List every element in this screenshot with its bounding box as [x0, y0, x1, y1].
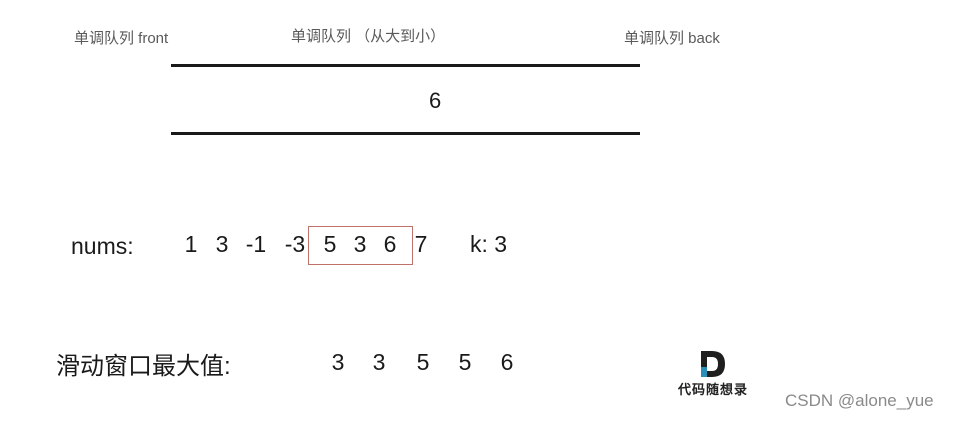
logo-icon — [701, 351, 725, 377]
queue-title-label: 单调队列 （从大到小） — [291, 28, 446, 45]
nums-label: nums: — [71, 233, 134, 259]
queue-element: 6 — [429, 88, 442, 113]
logo-text: 代码随想录 — [677, 383, 748, 398]
nums-value: -1 — [245, 231, 267, 257]
watermark: CSDN @alone_yue — [785, 391, 934, 410]
sliding-window-box — [308, 226, 413, 265]
nums-value: 3 — [353, 231, 367, 257]
nums-value: 1 — [184, 231, 198, 257]
window-max-value: 6 — [500, 349, 514, 375]
k-label: k: 3 — [470, 231, 508, 257]
queue-front-label: 单调队列 front — [74, 30, 169, 47]
nums-value: 3 — [215, 231, 229, 257]
window-max-value: 5 — [458, 349, 472, 375]
window-max-value: 5 — [416, 349, 430, 375]
nums-value: 6 — [383, 231, 397, 257]
nums-value: 7 — [414, 231, 428, 257]
queue-top-line — [171, 64, 640, 67]
logo: 代码随想录 — [668, 349, 758, 399]
queue-back-label: 单调队列 back — [624, 30, 720, 47]
window-max-value: 3 — [372, 349, 386, 375]
window-max-label: 滑动窗口最大值: — [56, 353, 231, 380]
nums-value: 5 — [323, 231, 337, 257]
nums-value: -3 — [284, 231, 306, 257]
queue-bottom-line — [171, 132, 640, 135]
window-max-value: 3 — [331, 349, 345, 375]
